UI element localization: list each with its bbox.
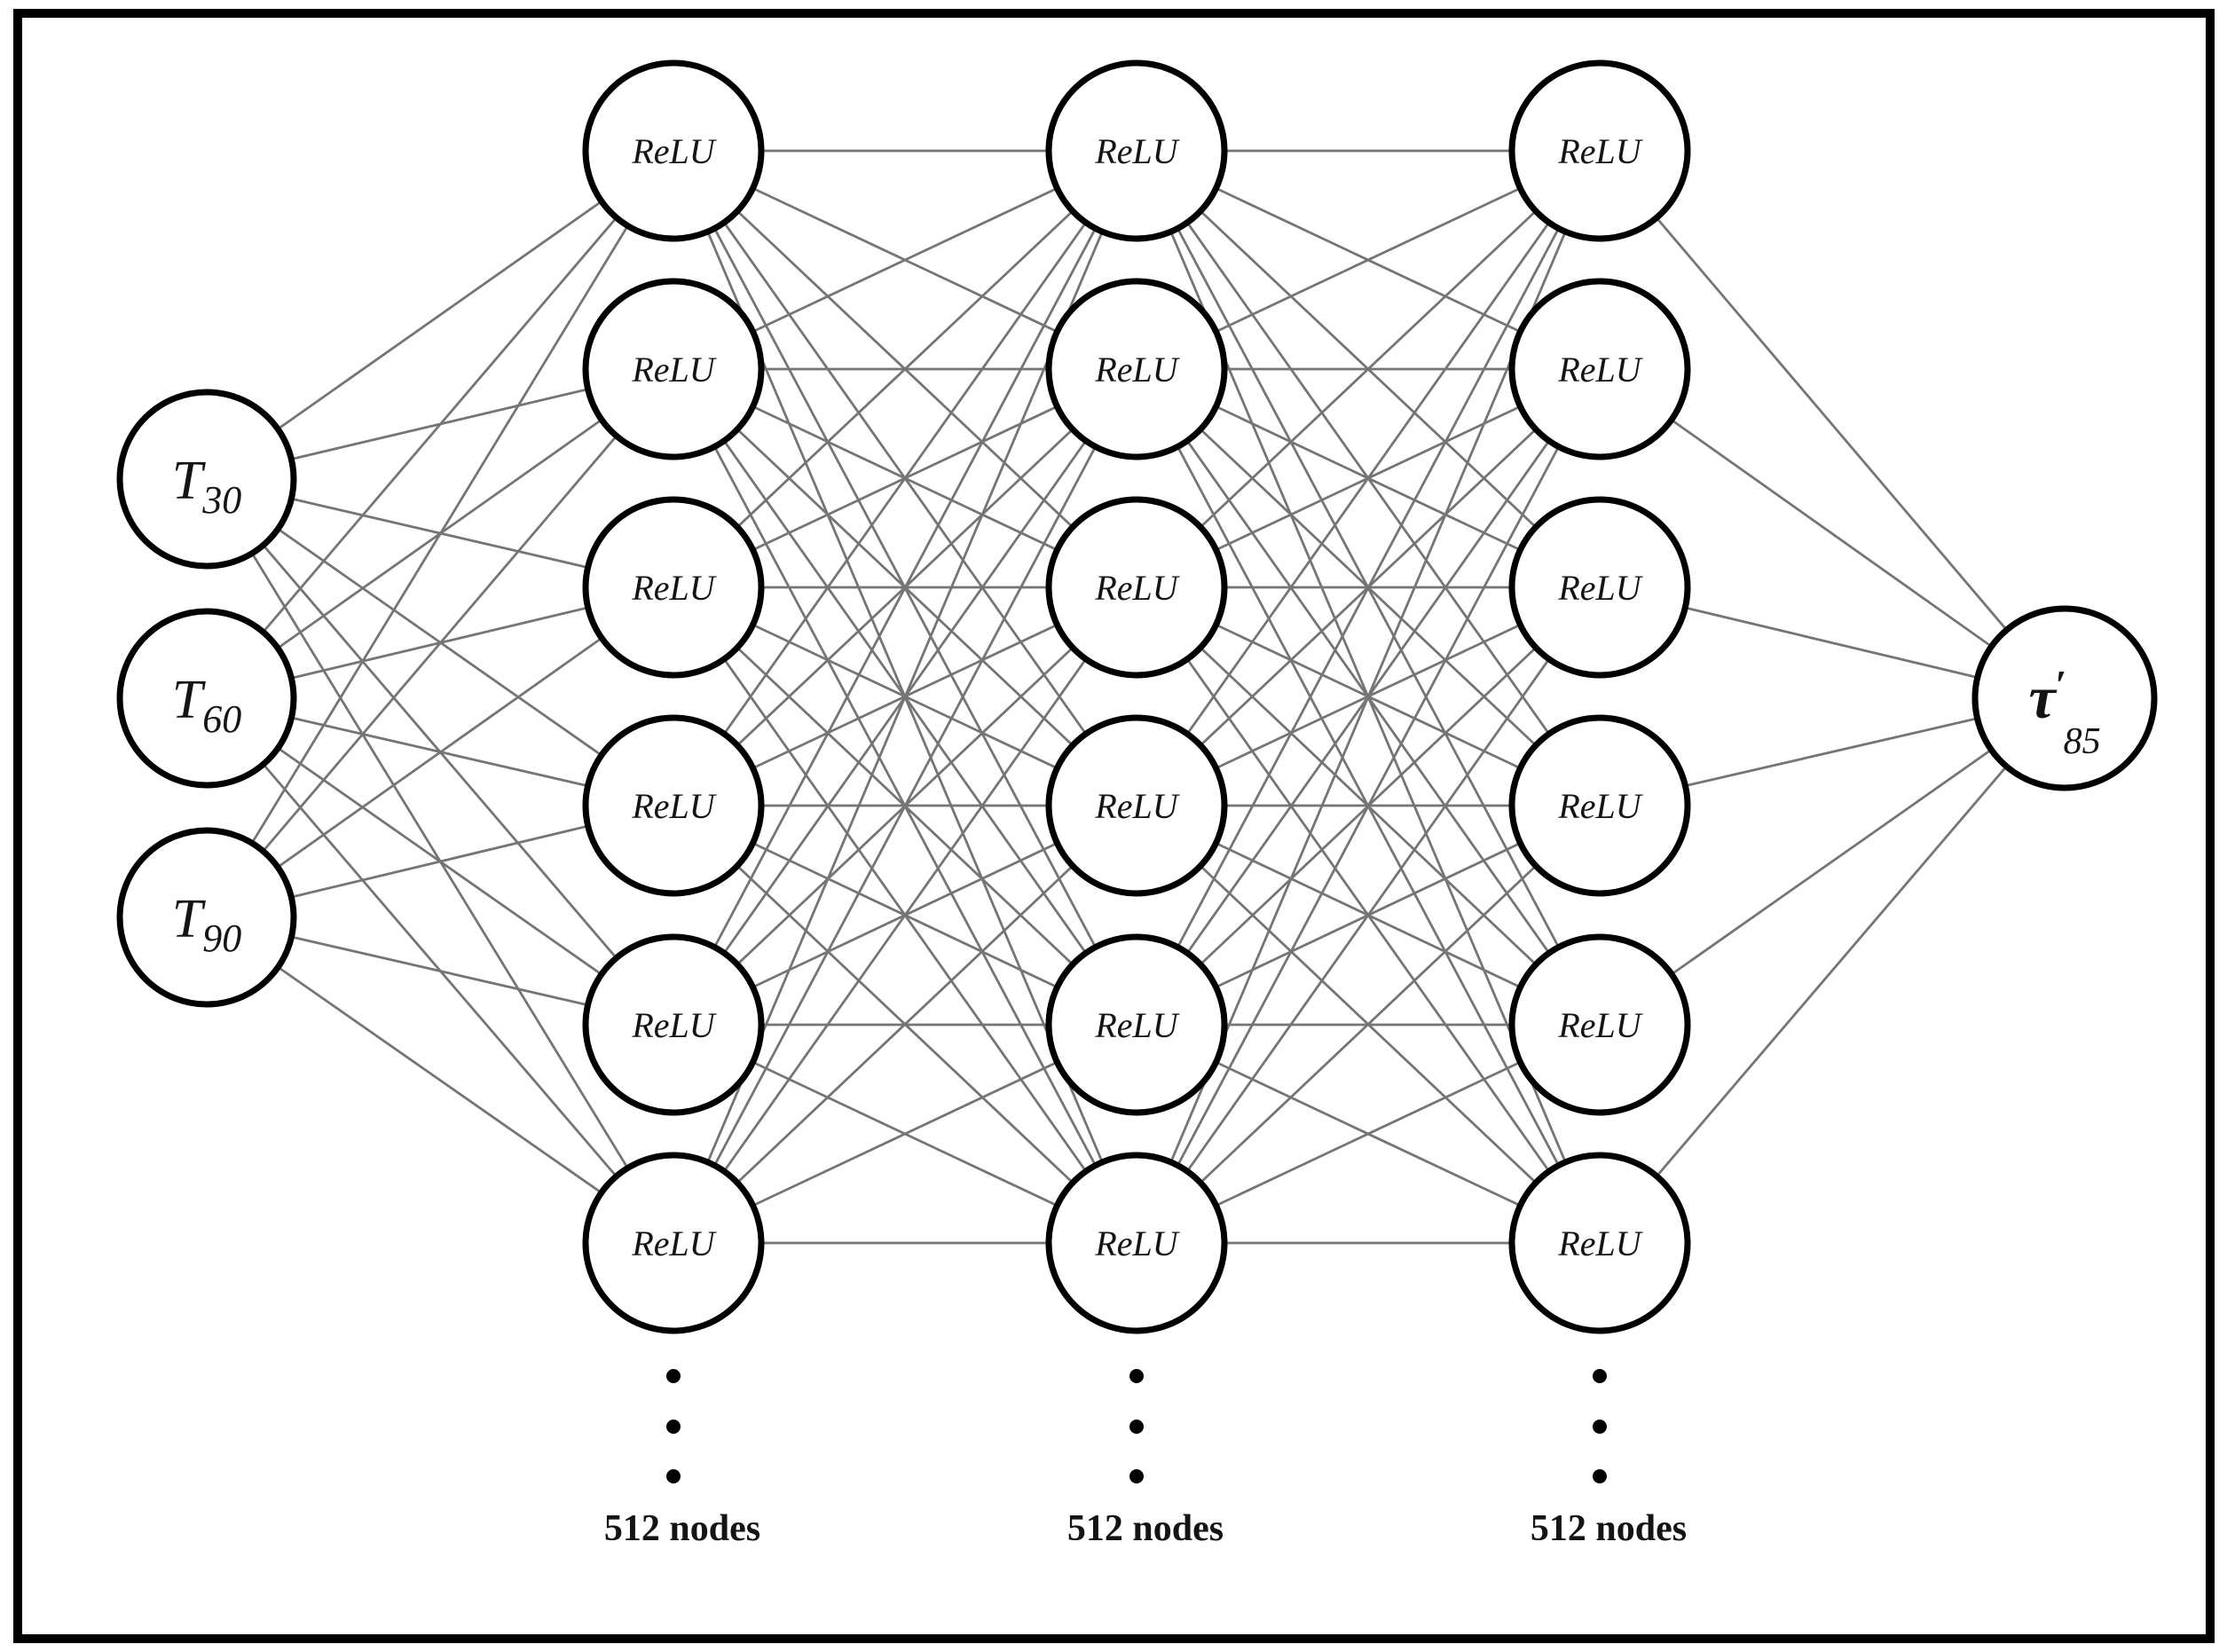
- layer-size-caption: 512 nodes: [1067, 1508, 1224, 1549]
- connection-edge: [206, 586, 674, 919]
- output-node-tau85: τ′85: [1971, 605, 2158, 791]
- hidden1-node-4: [582, 714, 765, 897]
- input-node-circle: [116, 389, 297, 570]
- ellipsis-dot: [1593, 1369, 1607, 1383]
- hidden2-node-4: [1045, 714, 1228, 897]
- relu-activation-label: ReLU: [631, 1005, 717, 1045]
- connection-edge: [206, 916, 674, 1245]
- input-node-label: T60: [172, 670, 241, 741]
- connection-edge: [1598, 697, 2066, 1244]
- relu-activation-label: ReLU: [631, 1223, 717, 1263]
- hidden2-node-1: [1045, 59, 1228, 242]
- hidden2-node-6: [1045, 1152, 1228, 1334]
- hidden2-node-2: [1045, 278, 1228, 460]
- connection-edge: [672, 368, 1138, 1244]
- output-node-label: τ′85: [2028, 662, 2100, 762]
- relu-activation-label: ReLU: [1094, 568, 1180, 608]
- ellipsis-dot: [1129, 1369, 1144, 1383]
- hidden1-node-2: [582, 278, 765, 460]
- relu-activation-label: ReLU: [1094, 1005, 1180, 1045]
- layer-size-caption: 512 nodes: [1531, 1508, 1687, 1549]
- relu-activation-label: ReLU: [1557, 786, 1643, 826]
- connection-edge: [1135, 368, 1601, 1244]
- hidden3-node-1: [1508, 59, 1691, 242]
- hidden-layer-3: ReLU ReLU ReLU ReLU ReLU ReLU 512 nodes: [1508, 59, 1691, 1549]
- input-node-label: T90: [172, 889, 241, 960]
- figure-border-frame: [13, 9, 2215, 1643]
- connection-edge: [1598, 150, 2066, 699]
- connection-edge: [206, 149, 674, 481]
- connection-edge: [1135, 150, 1601, 806]
- relu-activation-label: ReLU: [1557, 568, 1643, 608]
- hidden1-node-3: [582, 496, 765, 679]
- relu-activation-label: ReLU: [1557, 131, 1643, 171]
- relu-activation-label: ReLU: [1094, 1223, 1180, 1263]
- hidden1-node-6: [582, 1152, 765, 1334]
- relu-activation-label: ReLU: [1094, 786, 1180, 826]
- hidden1-node-5: [582, 933, 765, 1116]
- relu-activation-label: ReLU: [1557, 350, 1643, 389]
- connection-edge: [1136, 804, 1601, 1245]
- hidden-layer-1: ReLU ReLU ReLU ReLU ReLU ReLU 512 nodes: [582, 59, 765, 1549]
- relu-activation-label: ReLU: [1557, 1005, 1643, 1045]
- hidden-layer-2: ReLU ReLU ReLU ReLU ReLU ReLU 512 nodes: [1045, 59, 1228, 1549]
- relu-activation-label: ReLU: [631, 786, 717, 826]
- connection-edge: [673, 804, 1137, 1245]
- input-node-t90: T90: [116, 827, 297, 1008]
- hidden3-node-3: [1508, 496, 1691, 679]
- hidden1-node-1: [582, 59, 765, 242]
- connection-edge: [1135, 150, 1601, 1026]
- relu-activation-label: ReLU: [631, 350, 717, 389]
- hidden3-node-6: [1508, 1152, 1691, 1334]
- ellipsis-dot: [1129, 1469, 1144, 1483]
- connection-edge: [1136, 149, 1601, 589]
- hidden2-node-3: [1045, 496, 1228, 679]
- ellipsis-dot: [1593, 1469, 1607, 1483]
- relu-activation-label: ReLU: [1094, 350, 1180, 389]
- input-node-circle: [116, 608, 297, 789]
- connection-edge: [205, 150, 675, 918]
- connection-edge: [1599, 696, 2066, 1027]
- connection-edge: [673, 149, 1137, 589]
- connection-edge: [672, 150, 1138, 1026]
- hidden3-node-5: [1508, 933, 1691, 1116]
- input-node-circle: [116, 827, 297, 1008]
- hidden3-node-4: [1508, 714, 1691, 897]
- ellipsis-dot: [666, 1469, 681, 1483]
- ellipsis-dot: [666, 1369, 681, 1383]
- hidden3-node-2: [1508, 278, 1691, 460]
- relu-activation-label: ReLU: [1557, 1223, 1643, 1263]
- output-node-circle: [1971, 605, 2158, 791]
- input-node-label: T30: [172, 451, 241, 522]
- layer-size-caption: 512 nodes: [604, 1508, 760, 1549]
- connection-edge: [672, 150, 1138, 806]
- connection-edge: [672, 586, 1138, 1244]
- connection-edge: [205, 150, 675, 699]
- connection-edge: [1135, 586, 1601, 1244]
- ellipsis-dot: [1593, 1420, 1607, 1434]
- input-node-t30: T30: [116, 389, 297, 570]
- ellipsis-dot: [1129, 1420, 1144, 1434]
- relu-activation-label: ReLU: [631, 131, 717, 171]
- connection-edge: [1599, 367, 2066, 700]
- relu-activation-label: ReLU: [631, 568, 717, 608]
- input-node-t60: T60: [116, 608, 297, 789]
- hidden2-node-5: [1045, 933, 1228, 1116]
- relu-activation-label: ReLU: [1094, 131, 1180, 171]
- ellipsis-dot: [666, 1420, 681, 1434]
- connection-edge: [205, 368, 675, 918]
